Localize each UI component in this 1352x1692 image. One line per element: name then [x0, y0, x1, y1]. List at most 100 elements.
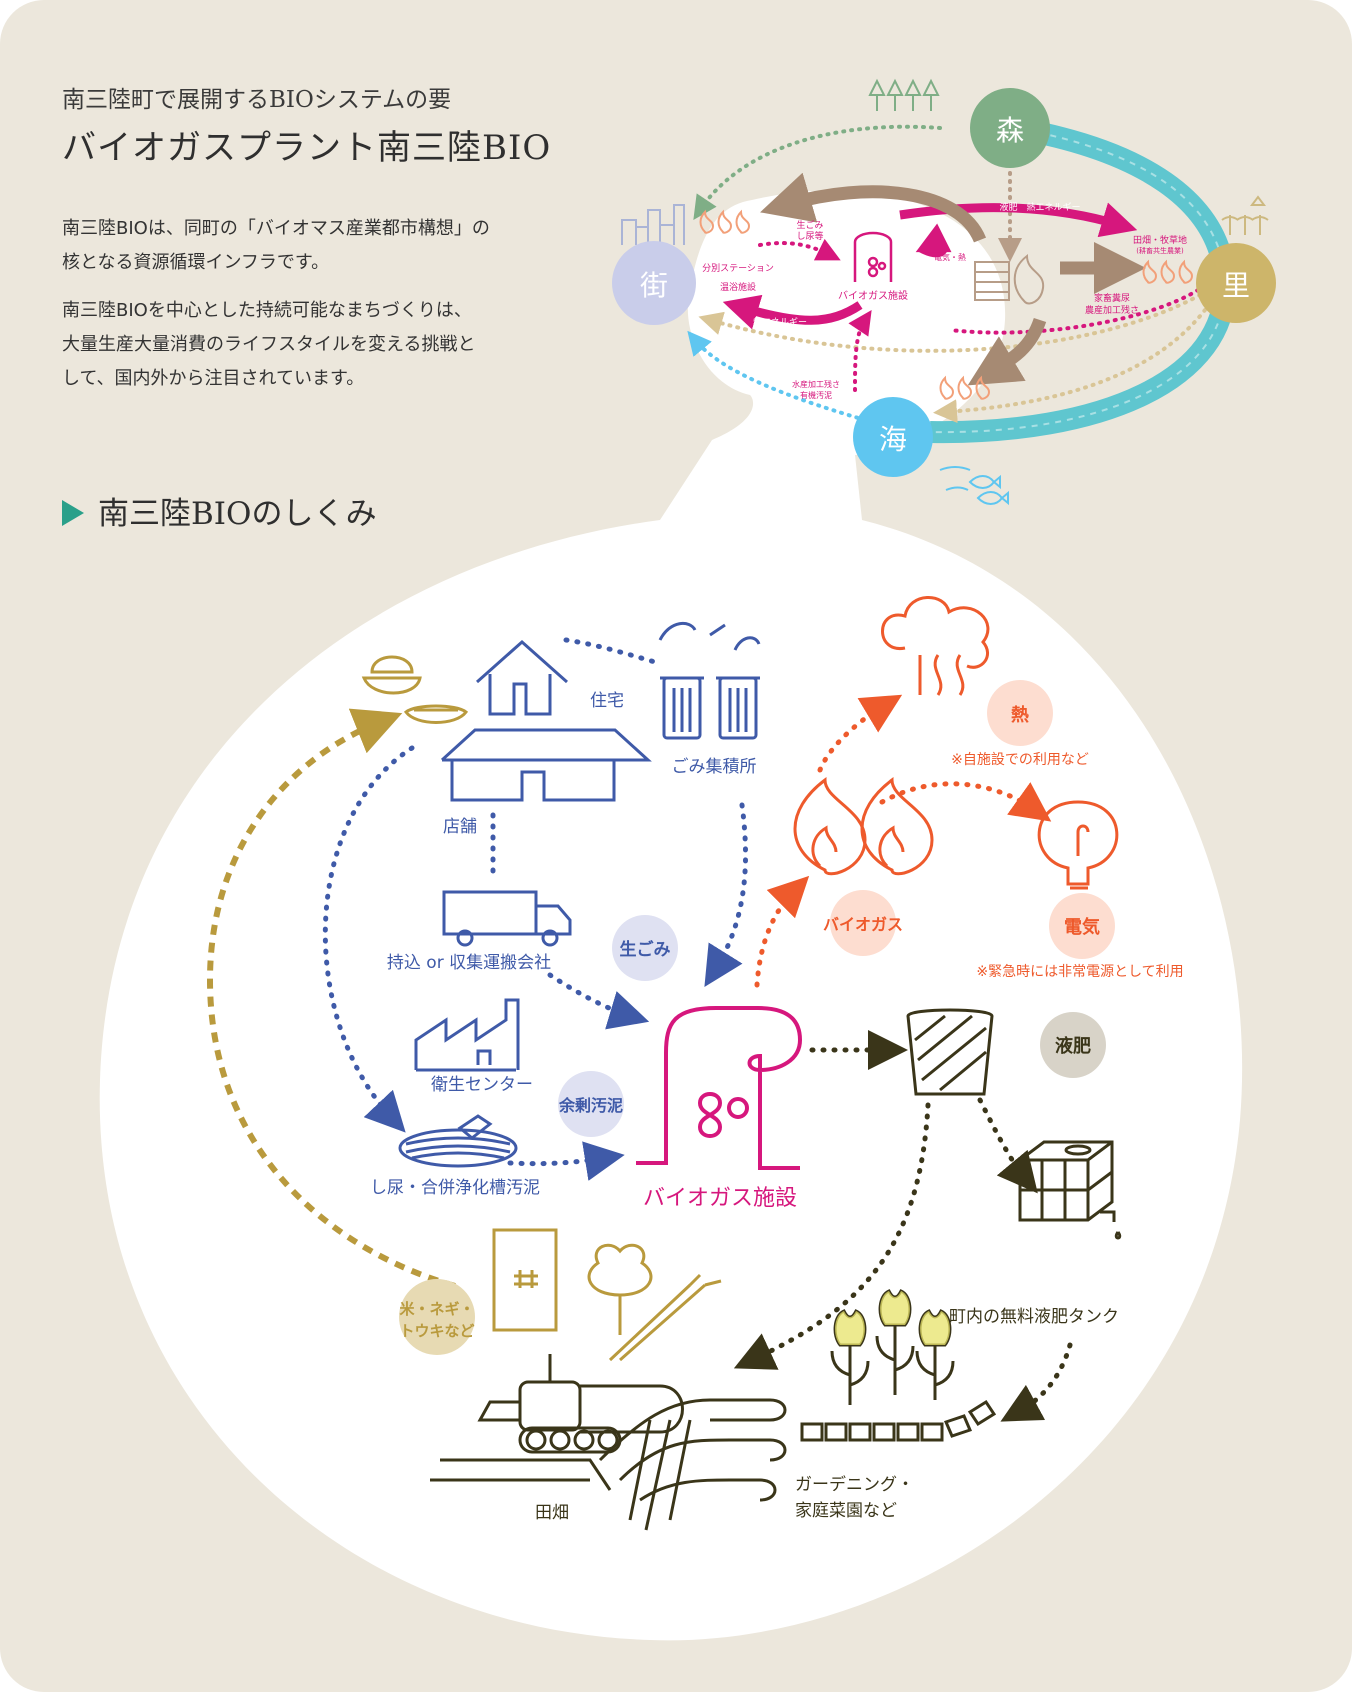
arrow-heat-to-town	[722, 294, 863, 330]
node-sea-label: 海	[879, 423, 907, 456]
badge-heat	[987, 680, 1053, 746]
flow-tank-to-garden	[1000, 1342, 1073, 1422]
node-town-label: 街	[640, 269, 668, 302]
flow-liquid-to-tank	[977, 1097, 1038, 1194]
flow-garbage-to-plant	[758, 238, 841, 261]
flow-sludge-to-facility	[507, 1141, 625, 1181]
section-heading: 南三陸BIOのしくみ	[62, 488, 377, 533]
overview-diagram: 森 街 里 海 生ごみ し尿等 分別ステーション 温浴施設 バイオガス施設 液肥…	[612, 78, 1276, 506]
label-gardening-line1: ガーデニング・	[795, 1474, 914, 1495]
flow-liquid-to-fields	[733, 1102, 931, 1370]
label-biogas: バイオガス	[823, 915, 903, 934]
flow-crops-to-food	[206, 708, 456, 1289]
factory-icon	[414, 998, 520, 1072]
intro-title: バイオガスプラント南三陸BIO	[62, 128, 552, 168]
rice-bowl-icon	[361, 655, 469, 724]
intro-p1-line2: 核となる資源循環インフラです。	[62, 252, 330, 273]
ov-plant: バイオガス施設	[838, 289, 908, 302]
node-forest-label: 森	[996, 114, 1024, 147]
flow-sea-to-town	[687, 330, 867, 422]
flow-sanitation-to-sludge	[322, 745, 415, 1133]
tulip-icon	[800, 1289, 997, 1442]
ov-sort-station: 分別ステーション	[702, 263, 774, 274]
tractor-icon	[477, 1354, 684, 1454]
intro-p2-line3: して、国内外から注目されています。	[62, 368, 365, 389]
ibc-tank-icon	[1018, 1140, 1122, 1240]
intro-p2-line1: 南三陸BIOを中心とした持続可能なまちづくりは、	[62, 300, 472, 321]
flow-biogas-to-electricity	[879, 781, 1052, 822]
flow-truck-to-facility	[547, 972, 650, 1030]
flow-biogas-to-heat	[817, 694, 903, 773]
steam-icon	[881, 596, 990, 696]
badge-biogas	[830, 890, 896, 956]
label-garbage-point: ごみ集積所	[672, 757, 757, 777]
ov-power: 電気・熱	[934, 252, 966, 262]
label-night-soil: し尿・合併浄化槽汚泥	[370, 1178, 540, 1198]
field-rows-icon	[430, 1398, 787, 1531]
node-forest	[970, 88, 1050, 168]
flow-forest-to-town	[693, 124, 942, 220]
label-excess-sludge: 余剰汚泥	[558, 1096, 623, 1115]
label-sanitation: 衛生センター	[431, 1075, 533, 1095]
ov-night-soil: し尿等	[796, 230, 823, 242]
flame-icon	[793, 777, 934, 876]
river-wave	[929, 127, 1227, 434]
node-sea	[853, 397, 933, 477]
flow-facility-to-biogas	[754, 875, 810, 988]
label-shop: 店舗	[443, 817, 477, 837]
bucket-icon	[906, 1008, 994, 1096]
flame-icon	[699, 209, 1194, 400]
label-facility: バイオガス施設	[643, 1186, 797, 1211]
flow-house-to-garbage	[563, 637, 658, 665]
badge-crops	[399, 1279, 475, 1355]
pellet-stack-icon	[974, 253, 1045, 305]
arrow-liquid-heat	[899, 202, 1138, 238]
arrow-to-sea	[967, 317, 1047, 386]
truck-icon	[442, 890, 572, 947]
house-icon	[476, 639, 568, 716]
ov-garbage: 生ごみ	[796, 219, 823, 231]
sludge-tank-icon	[398, 1114, 518, 1168]
badge-excess-sludge	[558, 1071, 624, 1137]
shop-icon	[440, 728, 652, 802]
flow-garbage-to-facility	[704, 802, 748, 987]
note-electricity: ※緊急時には非常電源として利用	[976, 964, 1183, 980]
trash-can-icon	[658, 621, 761, 740]
ov-fish-residue: 水産加工残さ	[792, 379, 840, 389]
label-food-waste: 生ごみ	[620, 939, 671, 960]
ov-agri-residue: 農産加工残さ	[1085, 304, 1139, 316]
label-gardening-line2: 家庭菜園など	[795, 1501, 897, 1521]
forest-trees-icon	[868, 78, 940, 111]
label-fields: 田畑	[535, 1503, 569, 1523]
badge-liquid-fertilizer	[1040, 1012, 1106, 1078]
node-village	[1196, 243, 1276, 323]
label-liquid-fertilizer: 液肥	[1055, 1035, 1091, 1057]
flow-sea-to-plant	[848, 310, 872, 392]
intro-subtitle: 南三陸町で展開するBIOシステムの要	[62, 87, 452, 113]
label-heat: 熱	[1011, 704, 1029, 726]
arrow-power-loop	[915, 223, 952, 258]
flow-village-to-plant	[948, 288, 1200, 335]
scallion-icon	[608, 1273, 722, 1362]
main-diagram: 住宅 ごみ集積所 店舗 持込 or 収集運搬会社	[206, 596, 1184, 1531]
plant-leaf-icon	[587, 1243, 653, 1335]
badge-electricity	[1049, 893, 1115, 959]
mini-biogas-plant-icon	[853, 231, 893, 282]
label-house: 住宅	[590, 691, 624, 711]
ov-heat-energy: 熱エネルギー	[753, 316, 807, 328]
intro-p1-line1: 南三陸BIOは、同町の「バイオマス産業都市構想」の	[62, 218, 490, 239]
note-heat: ※自施設での利用など	[951, 752, 1089, 768]
fish-icon	[939, 466, 1009, 506]
label-electricity: 電気	[1064, 916, 1100, 938]
badge-food-waste	[612, 915, 678, 981]
label-crops-line1: 米・ネギ・	[399, 1300, 474, 1318]
label-transport: 持込 or 収集運搬会社	[387, 953, 551, 973]
triangle-icon	[62, 499, 84, 526]
label-tank: 町内の無料液肥タンク	[949, 1307, 1119, 1327]
ov-liquid-heat: 液肥 熱エネルギー	[999, 201, 1080, 213]
node-town	[612, 241, 696, 325]
biogas-facility-icon	[636, 1006, 803, 1170]
intro-paragraph-2: 南三陸BIOを中心とした持続可能なまちづくりは、 大量生産大量消費のライフスタイ…	[62, 294, 562, 396]
